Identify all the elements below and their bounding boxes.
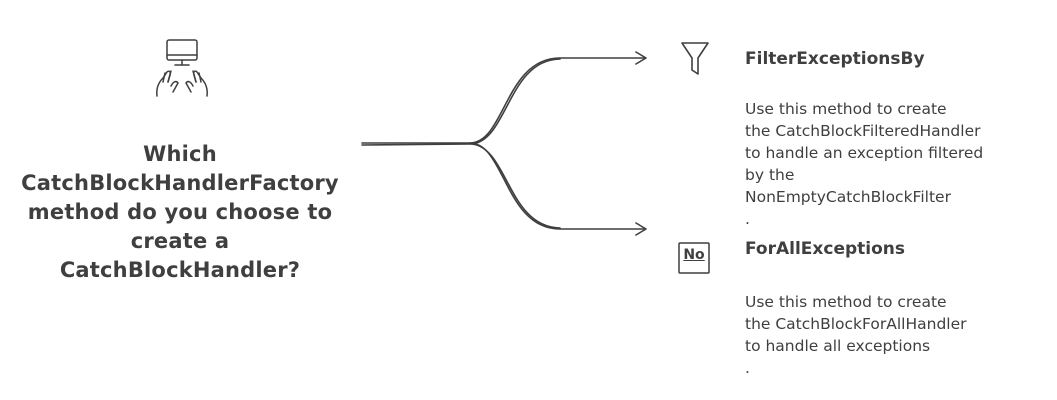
description-line: . <box>745 210 750 228</box>
option-title-for-all-exceptions: ForAllExceptions <box>745 239 906 259</box>
description-line: Use this method to create <box>745 100 947 118</box>
option-description-for-all-exceptions: Use this method to create the CatchBlock… <box>745 291 967 379</box>
upper-arrowhead <box>635 51 647 65</box>
description-line: to handle all exceptions <box>745 337 931 355</box>
question-line: create a <box>130 229 230 253</box>
filter-icon <box>680 40 710 78</box>
question-line: method do you choose to <box>27 200 333 224</box>
option-description-filter-exceptions-by: Use this method to create the CatchBlock… <box>745 98 983 230</box>
upper-branch <box>469 57 646 144</box>
numero-sign-label: No <box>683 247 705 263</box>
question-line: CatchBlockHandlerFactory <box>21 171 339 195</box>
computer-hands-icon <box>153 38 211 100</box>
description-line: the CatchBlockForAllHandler <box>745 315 967 333</box>
description-line: to handle an exception filtered <box>745 144 984 162</box>
question-line: CatchBlockHandler? <box>59 258 301 282</box>
upper-branch-sketch <box>471 58 561 145</box>
lower-branch <box>469 142 646 230</box>
description-line: the CatchBlockFilteredHandler <box>745 122 981 140</box>
description-line: NonEmptyCatchBlockFilter <box>745 188 951 206</box>
description-line: . <box>745 359 750 377</box>
trunk-line-sketch <box>361 143 473 146</box>
description-line: Use this method to create <box>745 293 947 311</box>
lower-arrowhead <box>635 222 647 236</box>
option-title-filter-exceptions-by: FilterExceptionsBy <box>745 49 925 69</box>
question-text: Which CatchBlockHandlerFactory method do… <box>0 140 360 285</box>
numero-sign-icon: No <box>677 241 711 275</box>
question-line: Which <box>143 142 217 166</box>
description-line: by the <box>745 166 795 184</box>
lower-branch-sketch <box>471 143 561 229</box>
